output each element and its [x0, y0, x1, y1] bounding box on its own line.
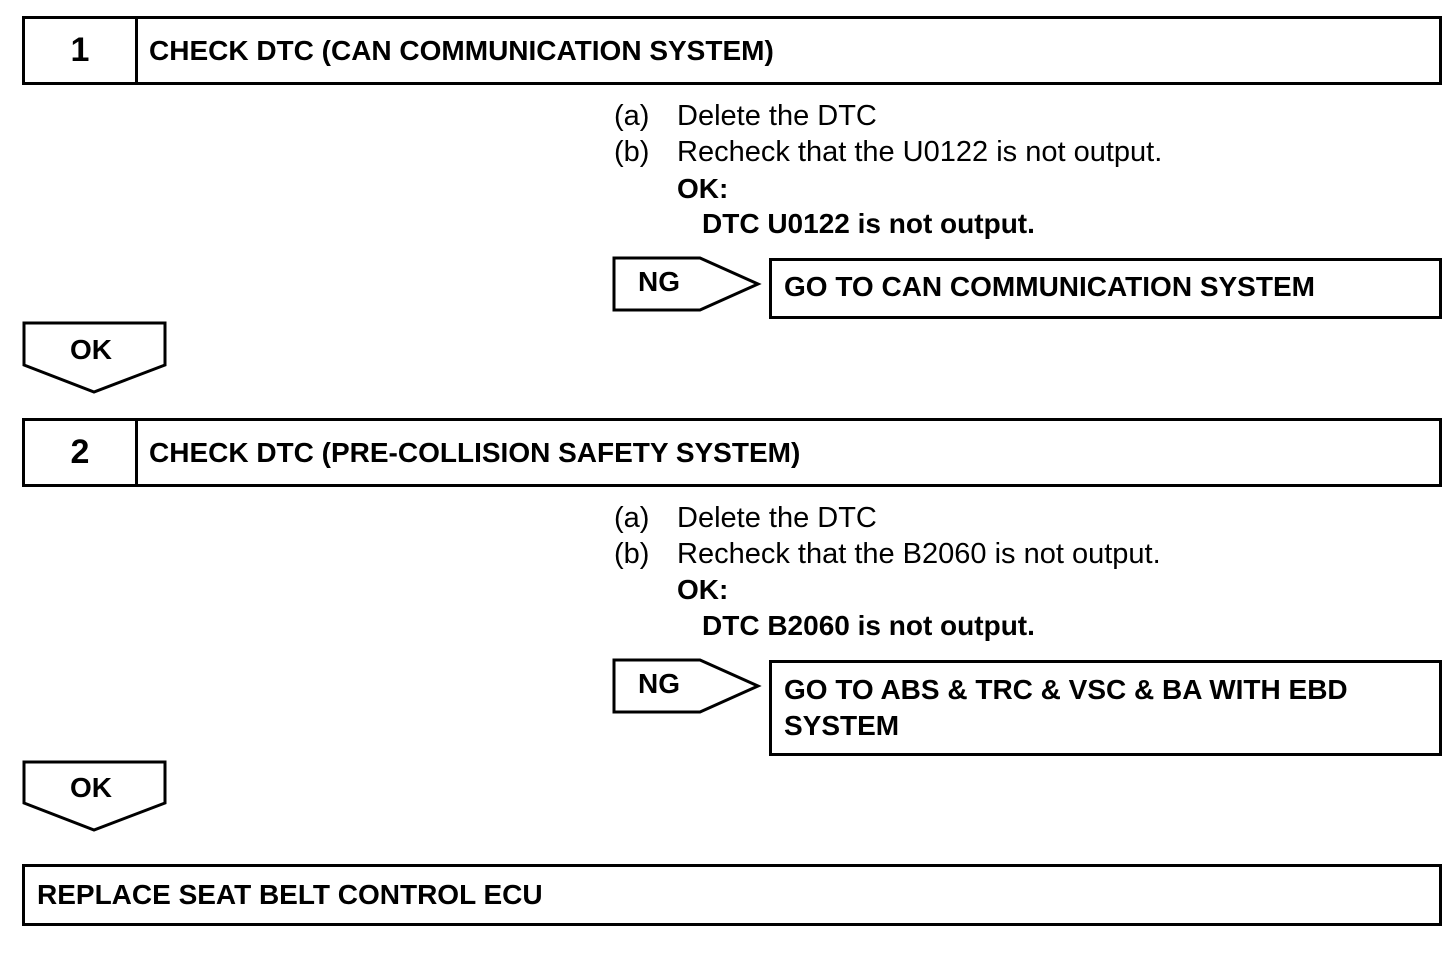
step-1-ng-action: GO TO CAN COMMUNICATION SYSTEM — [769, 258, 1442, 319]
instruction-text: Recheck that the B2060 is not output. — [677, 538, 1161, 570]
step-1-ok-heading: OK: — [677, 173, 729, 204]
instruction-label: (a) — [614, 100, 650, 132]
step-1-number: 1 — [25, 19, 138, 82]
step-2-instruction-b: (b) Recheck that the B2060 is not output… — [614, 536, 1414, 572]
step-1-ok-label: OK — [70, 334, 112, 365]
step-2-instruction-a: (a) Delete the DTC — [614, 500, 1414, 536]
step-2-ng-arrow-shape — [612, 658, 762, 714]
step-1-instruction-b: (b) Recheck that the U0122 is not output… — [614, 134, 1414, 170]
step-2-ok-heading: OK: — [677, 574, 729, 605]
step-2-title: CHECK DTC (PRE-COLLISION SAFETY SYSTEM) — [149, 436, 801, 468]
step-1-ok-detail: DTC U0122 is not output. — [702, 208, 1035, 239]
step-1-ok-arrow-shape — [22, 321, 167, 394]
step-2-ng-label: NG — [638, 668, 680, 699]
step-1-instruction-a: (a) Delete the DTC — [614, 98, 1414, 134]
step-2-box: 2 CHECK DTC (PRE-COLLISION SAFETY SYSTEM… — [22, 418, 1442, 487]
instruction-label: (a) — [614, 502, 650, 534]
step-2-ok-label: OK — [70, 772, 112, 803]
instruction-text: Delete the DTC — [677, 100, 877, 132]
instruction-text: Recheck that the U0122 is not output. — [677, 136, 1163, 168]
final-action-box: REPLACE SEAT BELT CONTROL ECU — [22, 864, 1442, 926]
final-action-text: REPLACE SEAT BELT CONTROL ECU — [37, 879, 543, 910]
step-2-ok-arrow-shape — [22, 760, 167, 832]
instruction-label: (b) — [614, 538, 650, 570]
step-2-ng-action: GO TO ABS & TRC & VSC & BA WITH EBD SYST… — [769, 660, 1442, 756]
instruction-label: (b) — [614, 136, 650, 168]
step-1-ng-label: NG — [638, 266, 680, 297]
step-1-title: CHECK DTC (CAN COMMUNICATION SYSTEM) — [149, 34, 774, 66]
step-1-ng-arrow-shape — [612, 256, 762, 312]
step-2-number: 2 — [25, 421, 138, 484]
instruction-text: Delete the DTC — [677, 502, 877, 534]
step-2-ok-detail: DTC B2060 is not output. — [702, 610, 1035, 641]
step-1-box: 1 CHECK DTC (CAN COMMUNICATION SYSTEM) — [22, 16, 1442, 85]
